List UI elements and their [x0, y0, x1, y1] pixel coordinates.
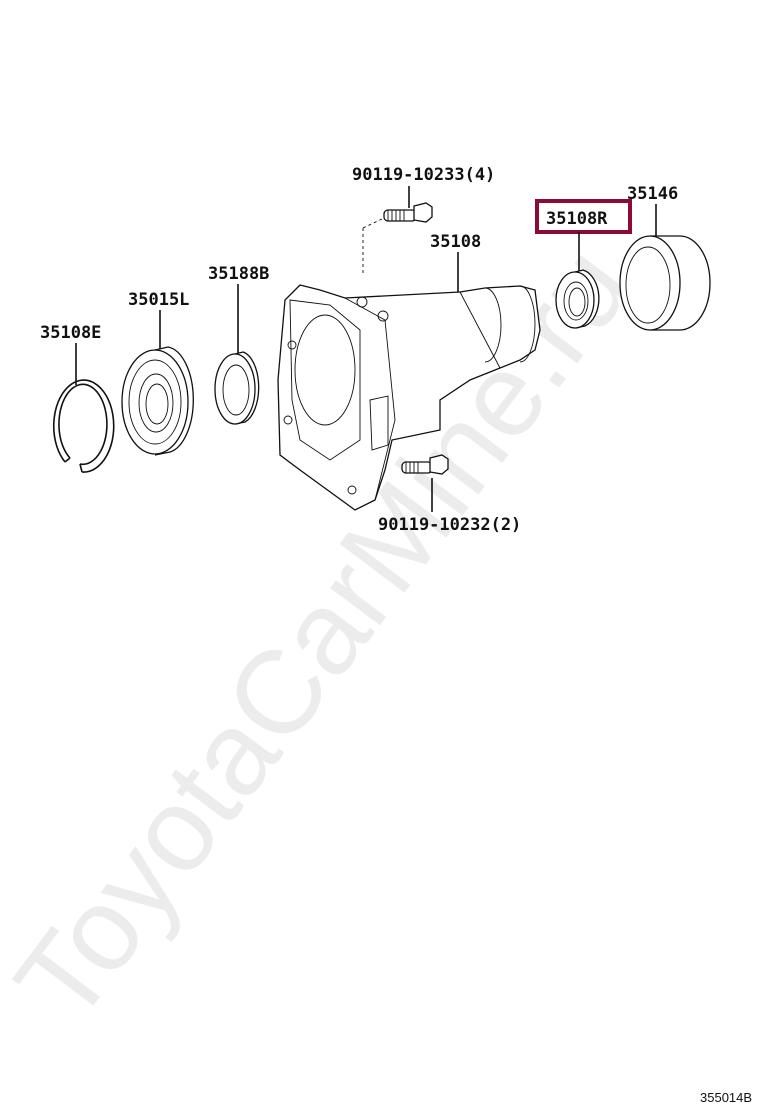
- callout-dust-cover[interactable]: 35146: [627, 184, 678, 237]
- callout-bolt-bottom[interactable]: 90119-10232(2): [378, 478, 521, 535]
- callout-bolt-top[interactable]: 90119-10233(4): [352, 165, 495, 208]
- part-label-90119-10232[interactable]: 90119-10232(2): [378, 515, 521, 535]
- part-label-35108[interactable]: 35108: [430, 232, 481, 252]
- bolt-bottom-part: [401, 454, 449, 475]
- part-label-90119-10233[interactable]: 90119-10233(4): [352, 165, 495, 185]
- part-label-35108R[interactable]: 35108R: [546, 209, 608, 229]
- figure-number: 355014B: [700, 1090, 752, 1105]
- part-label-35146[interactable]: 35146: [627, 184, 678, 204]
- callout-bearing[interactable]: 35015L: [128, 290, 189, 352]
- bolt-top-part: [362, 202, 433, 274]
- callout-snap-ring[interactable]: 35108E: [40, 323, 101, 385]
- callout-oil-seal-b[interactable]: 35188B: [208, 264, 269, 354]
- extension-housing-part: [277, 284, 541, 511]
- oil-seal-rear-part: [555, 269, 600, 329]
- bearing-part: [121, 346, 194, 456]
- part-label-35108E[interactable]: 35108E: [40, 323, 101, 343]
- oil-seal-b-part: [214, 351, 260, 425]
- snap-ring-part: [52, 379, 115, 473]
- highlight-box: [535, 199, 632, 234]
- callout-oil-seal-rear[interactable]: 35108R: [535, 199, 632, 274]
- dust-cover-part: [619, 235, 711, 331]
- part-label-35015L[interactable]: 35015L: [128, 290, 189, 310]
- part-label-35188B[interactable]: 35188B: [208, 264, 269, 284]
- callout-extension-housing[interactable]: 35108: [430, 232, 481, 292]
